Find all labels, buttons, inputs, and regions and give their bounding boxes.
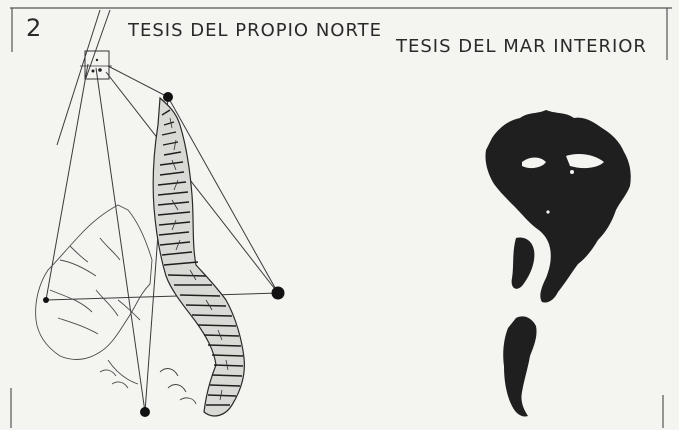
ray-to-west-point [45,63,89,301]
lake-dot [570,170,574,174]
ray-far-left [56,9,101,146]
inner-sea-landmass [485,110,631,303]
ray-to-north-point [107,65,169,98]
lake-east [566,154,604,169]
inland-lakes [522,154,604,214]
south-point-marker [140,407,150,417]
southern-outline-region [35,204,153,385]
mar-interior-diagram [485,110,631,417]
convergence-rays [45,9,279,413]
ray-left [85,9,111,79]
propio-norte-diagram [35,9,285,417]
east-point-marker [271,286,285,300]
southern-islands [99,368,197,405]
north-east-line [167,96,279,294]
frame [10,7,672,428]
lake-west [522,157,546,169]
ray-to-south-point [95,67,146,413]
chile-strip [152,96,245,417]
west-east-line [45,292,279,301]
title-mar-interior: TESIS DEL MAR INTERIOR [396,36,647,57]
figure-number: 2 [26,14,42,42]
west-point-marker [43,297,49,303]
lower-lobe [511,237,535,289]
lake-dot-small [546,210,550,214]
southern-strip [503,316,537,417]
north-point-marker [163,92,173,102]
convergence-box [80,50,112,80]
ray-to-east-point [105,71,279,294]
title-propio-norte: TESIS DEL PROPIO NORTE [128,20,383,41]
